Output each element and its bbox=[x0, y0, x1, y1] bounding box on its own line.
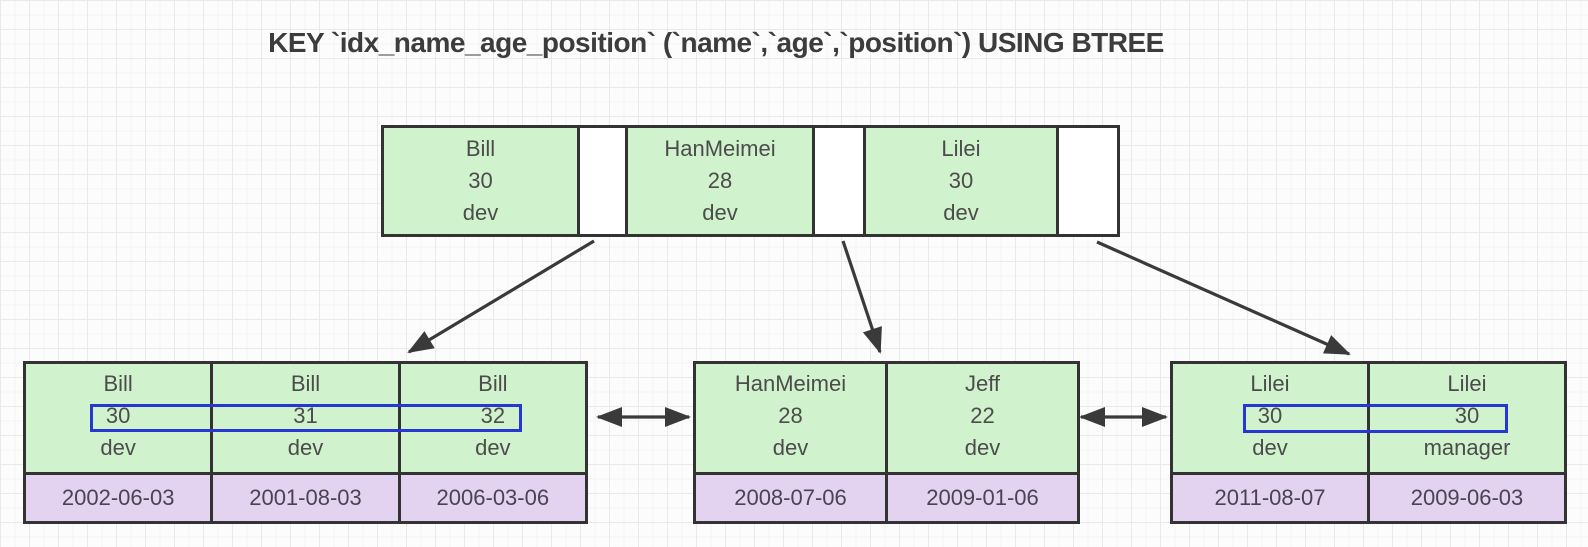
leaf-node-middle: HanMeimei 28 dev 2008-07-06 Jeff 22 dev … bbox=[693, 361, 1080, 524]
entry-position: dev bbox=[943, 200, 979, 225]
record-date-cell: 2011-08-07 bbox=[1173, 475, 1367, 521]
record-position: dev bbox=[772, 435, 809, 460]
root-node: Bill 30 dev HanMeimei 28 dev Lilei 30 de… bbox=[381, 125, 1120, 237]
entry-name: Lilei bbox=[941, 136, 981, 161]
record-date-cell: 2009-06-03 bbox=[1370, 475, 1564, 521]
arrow-root-to-left-leaf bbox=[407, 239, 595, 354]
record-name: Bill bbox=[290, 371, 321, 396]
entry-position: dev bbox=[462, 200, 499, 225]
record-column: Bill 31 dev 2001-08-03 bbox=[210, 364, 398, 521]
record-position: dev bbox=[100, 435, 136, 460]
age-highlight-left-leaf bbox=[90, 404, 522, 432]
record-name: Bill bbox=[103, 371, 133, 396]
record-date-cell: 2006-03-06 bbox=[400, 475, 585, 521]
root-entry-cell: Bill 30 dev bbox=[384, 128, 577, 234]
record-fields: Bill 30 dev bbox=[26, 364, 211, 475]
record-fields: Jeff 22 dev bbox=[888, 364, 1077, 475]
entry-age: 30 bbox=[468, 168, 493, 193]
record-column: Bill 32 dev 2006-03-06 bbox=[397, 364, 585, 521]
root-pointer-cell bbox=[577, 128, 625, 234]
root-entry-cell: Lilei 30 dev bbox=[863, 128, 1056, 234]
record-position: dev bbox=[1252, 435, 1288, 460]
record-name: Jeff bbox=[964, 371, 1001, 396]
record-column: HanMeimei 28 dev 2008-07-06 bbox=[696, 364, 885, 521]
record-date-cell: 2002-06-03 bbox=[26, 475, 211, 521]
record-name: Lilei bbox=[1447, 371, 1487, 396]
entry-name: HanMeimei bbox=[664, 136, 776, 161]
record-date-cell: 2009-01-06 bbox=[888, 475, 1077, 521]
record-date-cell: 2008-07-06 bbox=[696, 475, 885, 521]
record-age: 31 bbox=[293, 403, 318, 428]
root-pointer-cell bbox=[812, 128, 863, 234]
record-date-cell: 2001-08-03 bbox=[213, 475, 398, 521]
record-position: manager bbox=[1423, 435, 1511, 460]
record-fields: HanMeimei 28 dev bbox=[696, 364, 885, 475]
record-age: 30 bbox=[1257, 403, 1283, 428]
record-column: Jeff 22 dev 2009-01-06 bbox=[885, 364, 1077, 521]
leaf-node-left: Bill 30 dev 2002-06-03 Bill 31 dev 2001-… bbox=[23, 361, 588, 524]
record-name: Bill bbox=[478, 371, 508, 396]
record-position: dev bbox=[475, 435, 511, 460]
record-column: Bill 30 dev 2002-06-03 bbox=[26, 364, 211, 521]
record-position: dev bbox=[964, 435, 1001, 460]
root-entry-cell: HanMeimei 28 dev bbox=[625, 128, 812, 234]
record-age: 28 bbox=[778, 403, 803, 428]
record-fields: Bill 32 dev bbox=[400, 364, 585, 475]
record-fields: Lilei 30 dev bbox=[1173, 364, 1367, 475]
record-fields: Bill 31 dev bbox=[213, 364, 398, 475]
record-age: 30 bbox=[1454, 403, 1480, 428]
record-age: 30 bbox=[105, 403, 131, 428]
age-highlight-right-leaf bbox=[1243, 404, 1508, 433]
record-age: 22 bbox=[970, 403, 995, 428]
record-fields: Lilei 30 manager bbox=[1370, 364, 1564, 475]
record-age: 32 bbox=[480, 403, 506, 428]
entry-age: 28 bbox=[707, 168, 733, 193]
diagram-title: KEY `idx_name_age_position` (`name`,`age… bbox=[268, 27, 1164, 58]
record-name: Lilei bbox=[1250, 371, 1290, 396]
record-column: Lilei 30 dev 2011-08-07 bbox=[1173, 364, 1367, 521]
record-column: Lilei 30 manager 2009-06-03 bbox=[1367, 364, 1564, 521]
arrow-root-to-middle-leaf bbox=[841, 240, 882, 354]
entry-age: 30 bbox=[948, 168, 974, 193]
root-pointer-cell bbox=[1056, 128, 1117, 234]
leaf-node-right: Lilei 30 dev 2011-08-07 Lilei 30 manager… bbox=[1170, 361, 1567, 524]
record-name: HanMeimei bbox=[734, 371, 847, 396]
entry-position: dev bbox=[702, 200, 738, 225]
arrow-root-to-right-leaf bbox=[1096, 240, 1351, 356]
record-position: dev bbox=[287, 435, 324, 460]
entry-name: Bill bbox=[465, 136, 496, 161]
